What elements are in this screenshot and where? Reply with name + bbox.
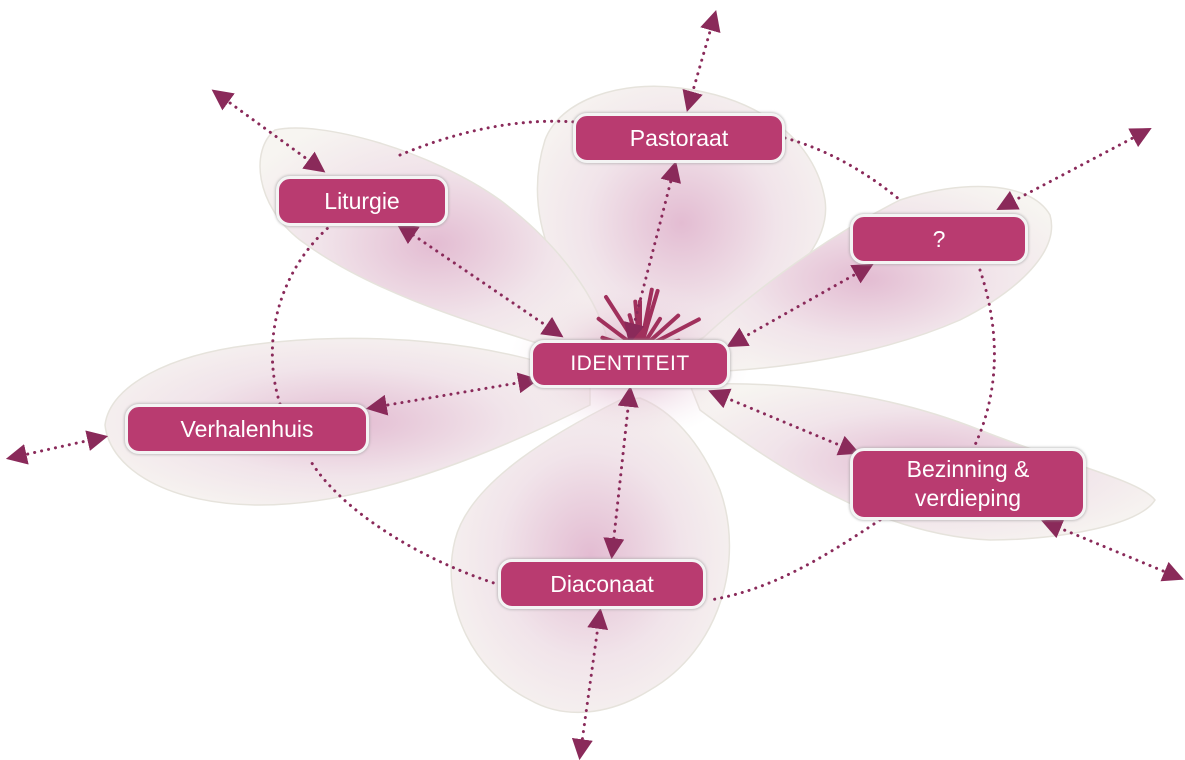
ring-connector (398, 119, 577, 157)
node-label: Liturgie (324, 187, 400, 214)
double-arrow (5, 430, 109, 465)
arrows (5, 9, 1184, 760)
node-verhalenhuis: Verhalenhuis (125, 404, 369, 454)
double-arrow (624, 160, 681, 345)
double-arrow (708, 388, 860, 456)
ring-connector (973, 268, 996, 447)
dotted-connections (270, 119, 996, 602)
double-arrow (211, 89, 326, 173)
double-arrow (996, 128, 1152, 210)
node-liturgie: Liturgie (276, 176, 448, 226)
ring-connector (708, 518, 882, 602)
ring-connector (270, 224, 332, 406)
petals (104, 85, 1156, 714)
double-arrow (1041, 518, 1184, 582)
node-label: Verhalenhuis (180, 415, 314, 442)
double-arrow (726, 263, 874, 348)
center-node-label: IDENTITEIT (570, 351, 690, 375)
ring-connector (783, 136, 902, 202)
double-arrow (682, 9, 721, 113)
node-label: Pastoraat (629, 124, 729, 151)
center-node-identiteit: IDENTITEIT (530, 340, 730, 388)
node-question-mark: ? (850, 214, 1028, 264)
node-label: ? (932, 225, 946, 252)
node-label: Diaconaat (550, 570, 654, 597)
double-arrow (571, 607, 609, 760)
node-diaconaat: Diaconaat (498, 559, 706, 609)
node-pastoraat: Pastoraat (573, 113, 785, 163)
double-arrow (365, 372, 540, 416)
node-bezinning-verdieping: Bezinning & verdieping (850, 448, 1086, 520)
double-arrow (603, 385, 639, 560)
node-label: Bezinning & verdieping (906, 456, 1030, 511)
